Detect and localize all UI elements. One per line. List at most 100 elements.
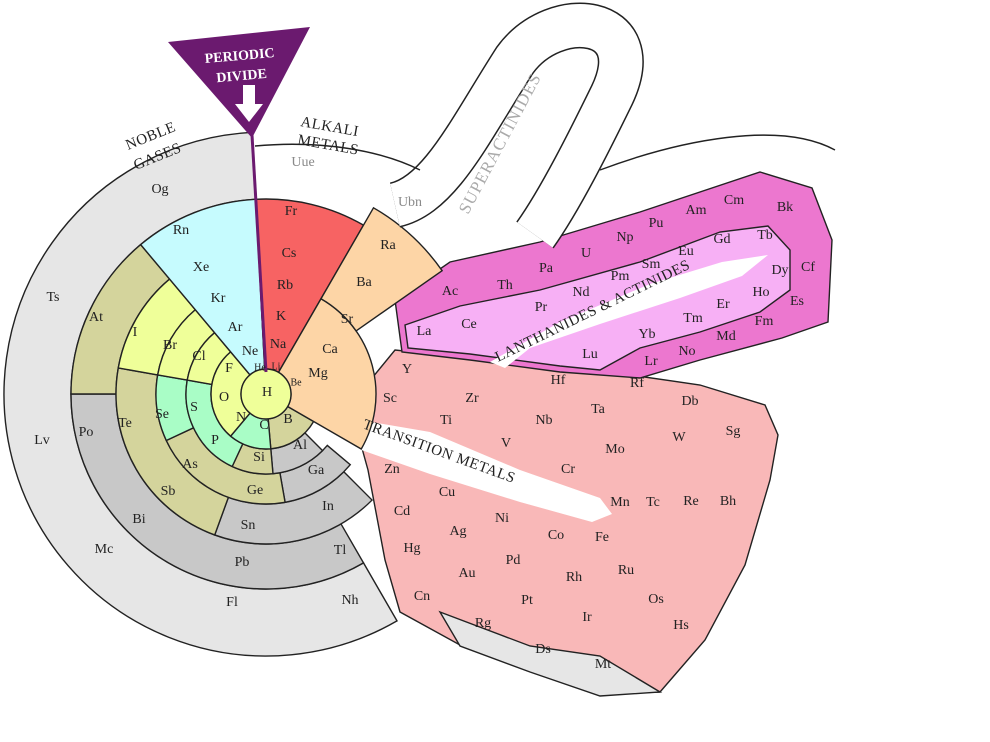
element-sc: Sc (383, 391, 397, 406)
transition-metals-gap (330, 415, 612, 522)
element-tm: Tm (683, 311, 703, 326)
element-rn: Rn (173, 223, 189, 238)
element-u: U (581, 246, 591, 261)
element-mt: Mt (595, 657, 611, 672)
element-am: Am (686, 203, 707, 218)
periodic-divide-title-line1: PERIODIC (204, 46, 275, 67)
element-ba: Ba (356, 275, 372, 290)
periodic-divide-title-line2: DIVIDE (216, 67, 268, 86)
element-ti: Ti (440, 413, 452, 428)
element-xe: Xe (193, 260, 209, 275)
element-i: I (133, 325, 138, 340)
element-co: Co (548, 528, 564, 543)
element-pd: Pd (506, 553, 521, 568)
element-ta: Ta (591, 402, 606, 417)
element-pm: Pm (611, 269, 630, 284)
element-os: Os (648, 592, 664, 607)
element-cs: Cs (282, 246, 297, 261)
element-rb: Rb (277, 278, 293, 293)
element-md: Md (716, 329, 735, 344)
element-rh: Rh (566, 570, 582, 585)
element-tl: Tl (334, 543, 347, 558)
element-o: O (219, 390, 229, 405)
element-at: At (89, 310, 103, 325)
element-ubn: Ubn (398, 195, 422, 210)
element-be: Be (290, 377, 302, 388)
element-cr: Cr (561, 462, 575, 477)
element-cf: Cf (801, 260, 815, 275)
element-ts: Ts (46, 290, 59, 305)
element-cd: Cd (394, 504, 410, 519)
lanthanides-gap (490, 255, 768, 368)
element-si: Si (253, 450, 265, 465)
element-mn: Mn (610, 495, 629, 510)
element-og: Og (151, 182, 168, 197)
element-mo: Mo (605, 442, 624, 457)
element-ru: Ru (618, 563, 634, 578)
element-cu: Cu (439, 485, 455, 500)
element-ra: Ra (380, 238, 396, 253)
element-rf: Rf (630, 376, 644, 391)
element-h: H (262, 385, 272, 400)
element-nd: Nd (572, 285, 589, 300)
element-hg: Hg (403, 541, 420, 556)
element-br: Br (163, 338, 177, 353)
alkali-metals-label: ALKALI METALS (296, 114, 360, 158)
element-mg: Mg (308, 366, 327, 381)
element-se: Se (155, 407, 169, 422)
superheavy-transition-strip (438, 610, 663, 697)
element-sn: Sn (241, 518, 256, 533)
element-kr: Kr (211, 291, 226, 306)
element-te: Te (118, 416, 132, 431)
superactinides-band (388, 4, 643, 248)
element-pt: Pt (521, 593, 533, 608)
element-ho: Ho (752, 285, 769, 300)
element-re: Re (683, 494, 699, 509)
element-lr: Lr (644, 354, 658, 369)
element-mc: Mc (95, 542, 114, 557)
element-ge: Ge (247, 483, 263, 498)
element-ni: Ni (495, 511, 509, 526)
element-ds: Ds (535, 642, 551, 657)
periodic-divide-marker (168, 27, 310, 138)
element-eu: Eu (678, 244, 694, 259)
element-ca: Ca (322, 342, 338, 357)
element-s: S (190, 400, 198, 415)
element-nb: Nb (535, 413, 552, 428)
element-ir: Ir (582, 610, 592, 625)
element-p: P (211, 433, 219, 448)
element-zn: Zn (384, 462, 400, 477)
element-fr: Fr (285, 204, 298, 219)
element-tc: Tc (646, 495, 660, 510)
element-pu: Pu (649, 216, 664, 231)
transition-metals-region (349, 349, 779, 695)
element-labels: UueUbnOgRnXeKrArNeHeFrCsRbKNaLiBeHMgCaSr… (34, 155, 815, 672)
alkaline-earth-outer (320, 206, 444, 332)
down-arrow-icon (235, 85, 263, 122)
element-th: Th (497, 278, 513, 293)
element-lv: Lv (34, 433, 50, 448)
element-la: La (417, 324, 433, 339)
element-es: Es (790, 294, 804, 309)
element-w: W (672, 430, 686, 445)
element-rg: Rg (475, 616, 491, 631)
element-cm: Cm (724, 193, 744, 208)
element-hs: Hs (673, 618, 689, 633)
element-gd: Gd (713, 232, 730, 247)
element-li: Li (272, 361, 281, 372)
element-zr: Zr (465, 391, 479, 406)
element-y: Y (402, 362, 412, 377)
element-v: V (501, 436, 511, 451)
element-db: Db (681, 394, 698, 409)
element-sm: Sm (642, 257, 661, 272)
element-b: B (283, 412, 292, 427)
element-as: As (182, 457, 198, 472)
element-dy: Dy (771, 263, 788, 278)
element-np: Np (616, 230, 633, 245)
element-bk: Bk (777, 200, 793, 215)
element-ag: Ag (449, 524, 466, 539)
element-pb: Pb (235, 555, 250, 570)
element-regions (3, 131, 833, 697)
element-cl: Cl (192, 349, 205, 364)
element-pa: Pa (539, 261, 554, 276)
